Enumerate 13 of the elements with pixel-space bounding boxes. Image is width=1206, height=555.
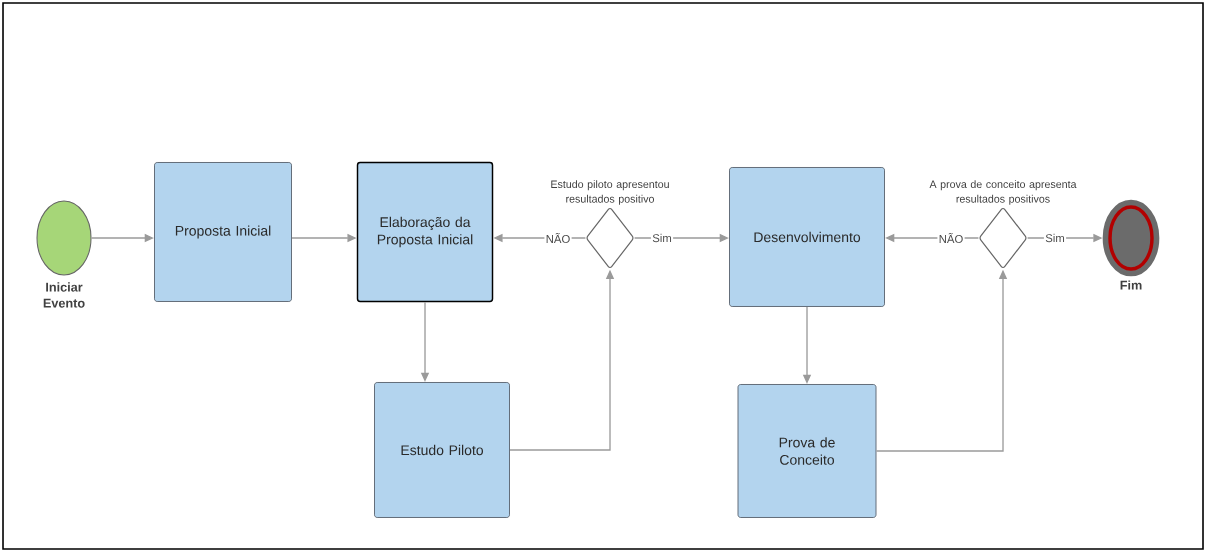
edge-label: Sim	[1043, 232, 1067, 244]
decision-label: Estudo piloto apresentou resultados positivo	[551, 180, 669, 205]
edge-label: NÃO	[937, 231, 965, 245]
edge-label: NÃO	[544, 231, 572, 245]
process-box: Desenvolvimento	[729, 167, 885, 307]
process-box: Estudo Piloto	[374, 382, 510, 518]
event-label: Fim	[1120, 280, 1142, 290]
edge-label: Sim	[650, 232, 674, 244]
process-box: Elaboração da Proposta Inicial	[356, 161, 494, 303]
process-box: Proposta Inicial	[154, 162, 292, 302]
process-box: Prova de Conceito	[737, 384, 877, 518]
decision-label: A prova de conceito apresenta resultados positivos	[929, 180, 1077, 205]
event-label: Iniciar Evento	[43, 282, 85, 308]
